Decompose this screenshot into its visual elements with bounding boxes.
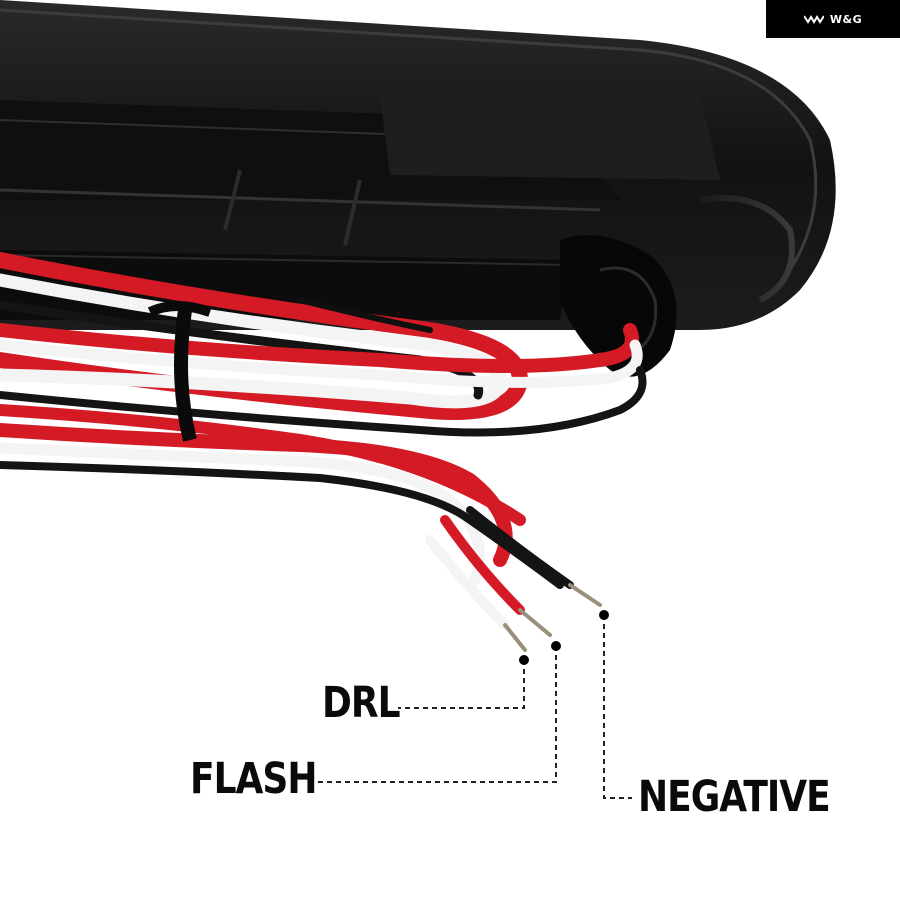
wire-ends <box>425 506 602 652</box>
callout-dots <box>519 610 609 665</box>
label-negative: NEGATIVE <box>638 773 831 822</box>
callout-leaders <box>310 615 632 799</box>
brand-name: W&G <box>829 12 863 26</box>
brand-logo-icon <box>803 15 824 24</box>
wire-bundle <box>0 252 647 589</box>
label-flash: FLASH <box>190 755 317 804</box>
lamp-housing <box>0 0 836 377</box>
label-drl: DRL <box>322 679 401 728</box>
brand-badge: W&G <box>766 0 900 38</box>
zip-tie <box>147 301 212 442</box>
